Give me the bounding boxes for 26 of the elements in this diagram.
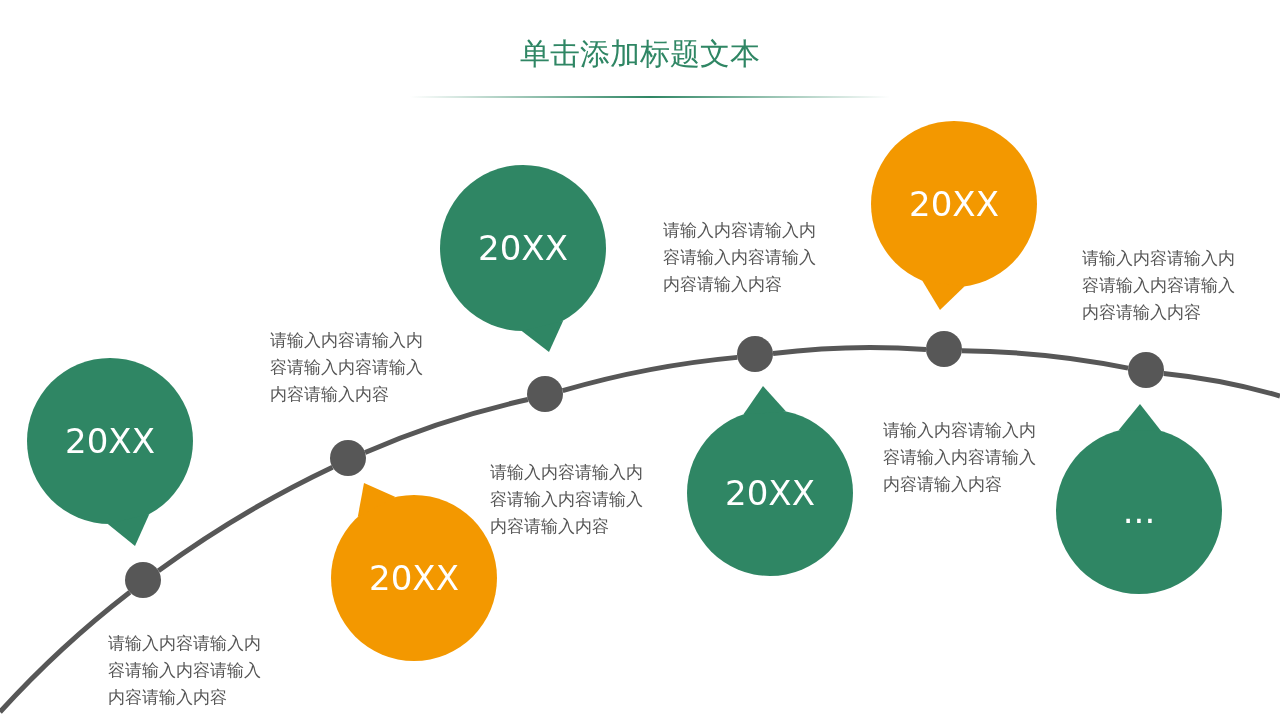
description-text: 请输入内容请输入内容请输入内容请输入内容请输入内容 <box>108 632 262 709</box>
timeline-curve <box>0 590 132 714</box>
year-label: 20XX <box>909 184 999 224</box>
timeline-curve <box>364 397 529 455</box>
year-label: ... <box>1122 491 1156 531</box>
timeline-curve <box>157 464 334 573</box>
timeline-dot <box>737 336 773 372</box>
description-text: 请输入内容请输入内容请输入内容请输入内容请输入内容 <box>270 329 424 406</box>
description-text: 请输入内容请输入内容请输入内容请输入内容请输入内容 <box>883 419 1037 496</box>
timeline-curve <box>1163 370 1280 399</box>
year-label: 20XX <box>369 558 459 598</box>
description-text: 请输入内容请输入内容请输入内容请输入内容请输入内容 <box>490 461 644 538</box>
title: 单击添加标题文本 <box>519 35 761 73</box>
year-label: 20XX <box>65 421 155 461</box>
year-label: 20XX <box>725 473 815 513</box>
timeline-curve <box>772 344 927 356</box>
timeline-dot <box>330 440 366 476</box>
description-text: 请输入内容请输入内容请输入内容请输入内容请输入内容 <box>663 219 817 296</box>
description-text: 请输入内容请输入内容请输入内容请输入内容请输入内容 <box>1082 247 1236 324</box>
year-label: 20XX <box>478 228 568 268</box>
timeline-dot <box>926 331 962 367</box>
timeline-dot <box>527 376 563 412</box>
timeline-curve <box>961 348 1129 371</box>
timeline-curve <box>562 354 738 394</box>
timeline-dot <box>125 562 161 598</box>
timeline-dot <box>1128 352 1164 388</box>
